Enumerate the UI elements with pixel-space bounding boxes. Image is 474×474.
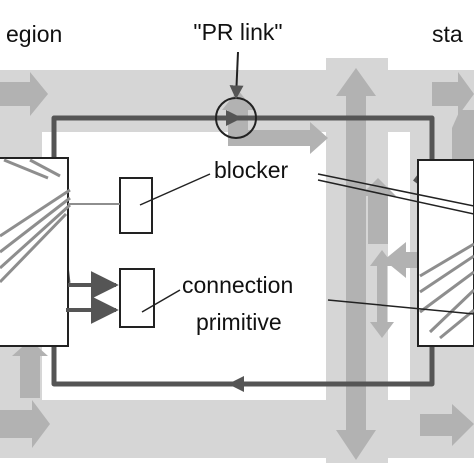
connection-leader bbox=[141, 289, 181, 313]
flow-arrows bbox=[0, 68, 474, 460]
right-module bbox=[417, 159, 474, 347]
primitive-label: primitive bbox=[196, 309, 282, 335]
right-module-wires bbox=[419, 242, 474, 340]
blocker-leader bbox=[139, 173, 211, 206]
blocker-label: blocker bbox=[214, 157, 288, 183]
left-module-wires bbox=[0, 158, 72, 284]
blocker-right-leaders bbox=[317, 173, 474, 215]
vertical-double-arrow-icon bbox=[336, 68, 376, 460]
right-top-arrow-icon bbox=[432, 72, 474, 116]
pr-link-bottom-arrowhead-icon bbox=[228, 376, 244, 392]
pr-link-pointer bbox=[229, 51, 244, 100]
connection-primitive-box bbox=[119, 268, 155, 328]
bottom-right-arrow-icon bbox=[420, 404, 474, 446]
horizontal-double-arrow-icon bbox=[222, 90, 328, 154]
connection-right-leader bbox=[327, 299, 474, 315]
blocker-box bbox=[119, 177, 153, 234]
pr-link-top-arrowhead-icon bbox=[226, 110, 242, 126]
left-bottom-arrow-icon bbox=[12, 340, 48, 398]
region-label: egion bbox=[6, 21, 62, 47]
static-label: sta bbox=[432, 21, 463, 47]
pr-link-label: "PR link" bbox=[193, 19, 282, 45]
right-small-vertical-arrow-icon bbox=[370, 250, 394, 338]
bottom-left-arrow-icon bbox=[0, 400, 50, 448]
connection-label: connection bbox=[182, 272, 293, 298]
left-top-arrow-icon bbox=[0, 72, 48, 116]
left-right-arrow-icon bbox=[384, 242, 420, 278]
left-module bbox=[0, 157, 69, 347]
bottom-routing-channel bbox=[0, 400, 474, 458]
